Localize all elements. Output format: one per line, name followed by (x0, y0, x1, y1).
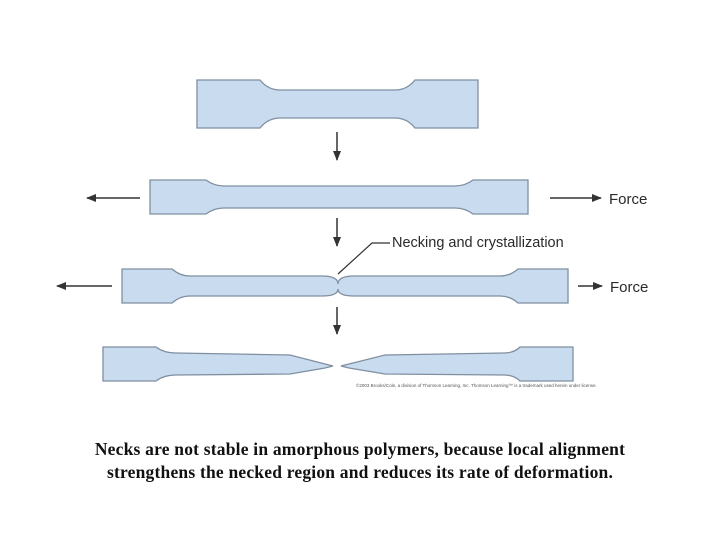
force-label: Force (610, 279, 648, 296)
caption: Necks are not stable in amorphous polyme… (40, 438, 680, 484)
specimen-elongated (149, 179, 529, 215)
caption-line-1: Necks are not stable in amorphous polyme… (94, 439, 626, 459)
copyright-credit: ©2003 Brooks/Cole, a division of Thomson… (356, 382, 597, 388)
specimen-original (196, 79, 479, 129)
caption-line-2: strengthens the necked region and reduce… (106, 462, 614, 482)
necking-label: Necking and crystallization (392, 235, 564, 251)
force-label: Force (609, 191, 647, 208)
specimen-fractured-left (102, 346, 334, 382)
specimen-fractured-right (340, 346, 574, 382)
specimen-necking (121, 268, 569, 304)
necking-leader-line (337, 242, 390, 275)
